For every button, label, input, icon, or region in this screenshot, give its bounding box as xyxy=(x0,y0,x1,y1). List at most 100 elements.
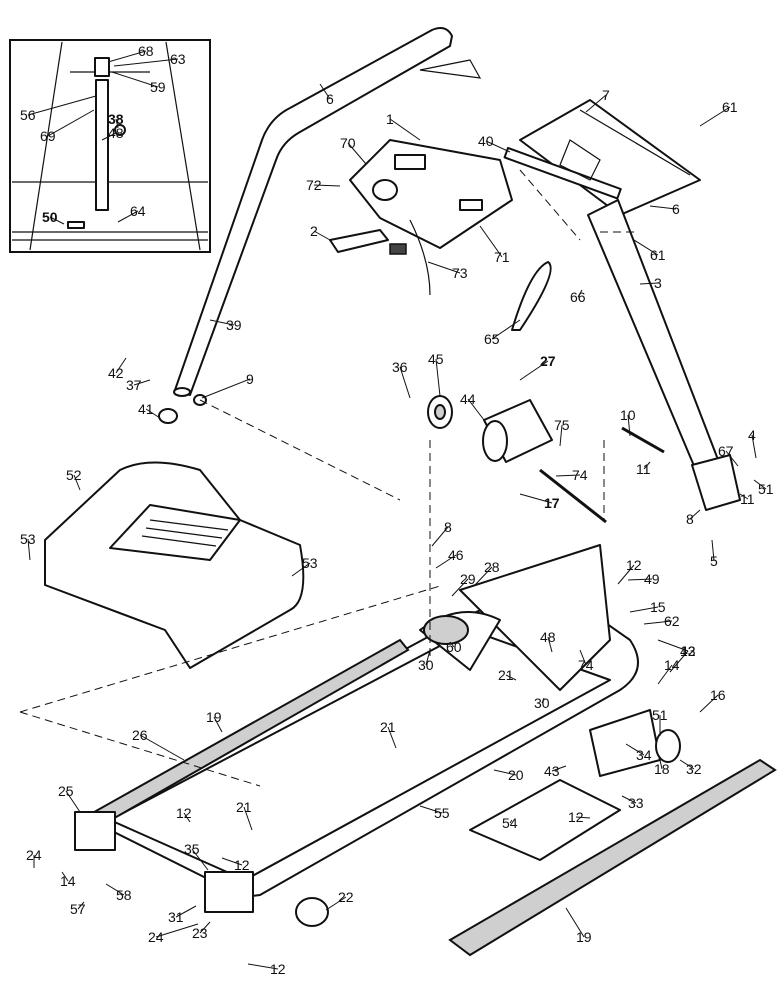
callout-label: 3 xyxy=(654,275,662,291)
callout-leader xyxy=(313,230,331,241)
callout-label: 69 xyxy=(40,128,56,144)
callout-label: 73 xyxy=(452,265,468,281)
callout-leader xyxy=(313,184,341,187)
connection-guide xyxy=(419,59,482,79)
callout-leader xyxy=(243,806,253,831)
bracket-part xyxy=(589,709,661,777)
handrail-end xyxy=(173,387,191,397)
callout-leader xyxy=(107,50,147,63)
callout-leader xyxy=(467,398,485,421)
callout-leader xyxy=(711,539,715,562)
pin-part xyxy=(67,221,85,229)
callout-leader xyxy=(551,765,567,772)
callout-label: 53 xyxy=(20,531,36,547)
callout-label: 1 xyxy=(386,111,394,127)
upright-post xyxy=(587,199,741,511)
callout-label: 8 xyxy=(444,519,452,535)
side-rail-right xyxy=(448,758,777,957)
callout-leader xyxy=(699,694,719,713)
callout-label: 26 xyxy=(132,727,148,743)
callout-leader xyxy=(115,118,119,129)
callout-label: 5 xyxy=(710,553,718,569)
callout-label: 66 xyxy=(570,289,586,305)
callout-leader xyxy=(657,639,689,652)
callout-label: 59 xyxy=(150,79,166,95)
callout-leader xyxy=(493,769,517,776)
callout-label: 12 xyxy=(626,557,642,573)
callout-leader xyxy=(585,94,607,113)
callout-label: 64 xyxy=(130,203,146,219)
callout-label: 55 xyxy=(434,805,450,821)
callout-label: 11 xyxy=(740,491,755,507)
callout-leader xyxy=(27,95,97,116)
callout-leader xyxy=(389,118,421,141)
inset-line xyxy=(29,41,63,251)
callout-leader xyxy=(625,743,645,756)
callout-leader xyxy=(451,578,469,597)
callout-label: 38 xyxy=(108,111,124,127)
callout-leader xyxy=(627,578,653,581)
callout-label: 74 xyxy=(578,657,594,673)
vent-slot xyxy=(149,519,229,531)
callout-leader xyxy=(139,734,185,761)
console-window xyxy=(394,154,426,170)
callout-leader xyxy=(541,697,545,704)
inset-line xyxy=(165,41,201,251)
callout-leader xyxy=(657,664,673,685)
vent-slot xyxy=(141,535,217,547)
callout-leader xyxy=(617,564,635,585)
callout-label: 10 xyxy=(620,407,636,423)
post-part xyxy=(95,79,109,211)
callout-leader xyxy=(751,434,757,459)
callout-leader xyxy=(547,636,553,653)
console-wire xyxy=(409,219,431,296)
callout-leader xyxy=(659,759,663,770)
callout-leader xyxy=(621,795,637,804)
callout-label: 62 xyxy=(664,613,680,629)
callout-leader xyxy=(49,216,65,225)
callout-leader xyxy=(473,566,493,587)
callout-label: 7 xyxy=(602,87,610,103)
callout-leader xyxy=(633,239,659,256)
inset-border xyxy=(9,39,211,253)
callout-label: 24 xyxy=(26,847,42,863)
front-roller xyxy=(423,615,469,645)
callout-label: 22 xyxy=(338,889,354,905)
console-assembly xyxy=(329,139,513,296)
callout-leader xyxy=(399,366,411,399)
callout-leader xyxy=(113,58,179,67)
callout-leader xyxy=(491,319,521,340)
callout-leader xyxy=(105,883,125,896)
callout-label: 12 xyxy=(234,857,250,873)
callout-leader xyxy=(753,479,767,490)
callout-leader xyxy=(209,319,235,326)
callout-leader xyxy=(435,554,457,569)
handrail-tube xyxy=(174,27,453,396)
guide-lines xyxy=(19,169,636,787)
callout-label: 42 xyxy=(108,365,124,381)
callout-leader xyxy=(425,649,431,666)
wheel-part xyxy=(295,897,329,927)
motor-cover xyxy=(44,461,305,669)
callout-leader xyxy=(575,816,591,819)
callout-leader xyxy=(509,819,513,824)
callout-label: 8 xyxy=(686,511,694,527)
callout-label: 30 xyxy=(418,657,434,673)
callout-label: 75 xyxy=(554,417,570,433)
rear-cap-left xyxy=(74,811,116,851)
callout-leader xyxy=(629,606,659,613)
callout-label: 54 xyxy=(502,815,518,831)
callout-label: 6 xyxy=(672,201,680,217)
callout-leader xyxy=(643,461,651,470)
callout-leader xyxy=(427,261,461,274)
callout-label: 60 xyxy=(446,639,462,655)
callout-label: 21 xyxy=(498,667,514,683)
console-display xyxy=(459,199,483,211)
callout-leader xyxy=(739,493,749,500)
callout-label: 33 xyxy=(628,795,644,811)
callout-label: 15 xyxy=(650,599,666,615)
callout-label: 40 xyxy=(478,133,494,149)
callout-leader xyxy=(643,620,673,625)
callout-label: 56 xyxy=(20,107,36,123)
callout-leader xyxy=(27,538,31,561)
